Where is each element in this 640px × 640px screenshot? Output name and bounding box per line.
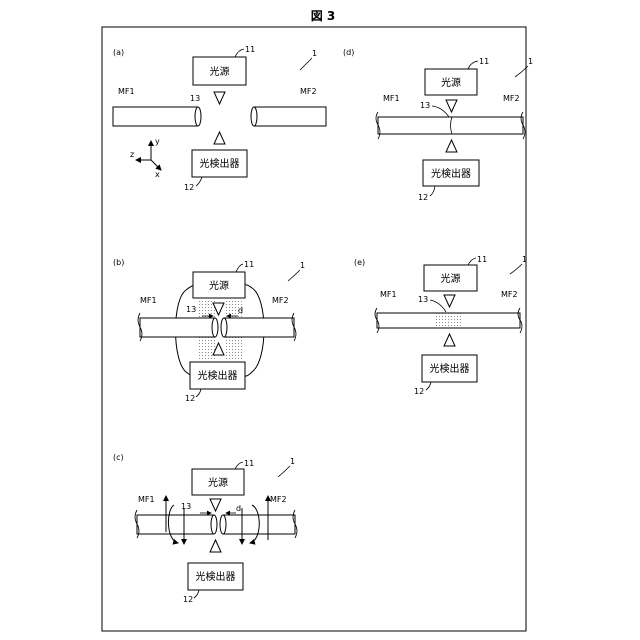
panel-b-light-source-label: 光源 xyxy=(209,279,229,292)
panel-c-fiber-1-label: MF1 xyxy=(138,495,155,504)
panel-a-fiber-2 xyxy=(254,107,326,126)
panel-d-detector-leader xyxy=(430,186,435,196)
panel-d-emitter-triangle xyxy=(446,100,457,112)
panel-a-axis-y-label: y xyxy=(155,137,160,146)
panel-e-fused-region xyxy=(436,313,462,328)
panel-e-detector-num: 12 xyxy=(414,387,424,396)
panel-b-detector-num: 12 xyxy=(185,394,195,403)
panel-b-light-source-leader xyxy=(236,264,243,272)
panel-b-detector-leader xyxy=(196,389,201,397)
panel-d-light-source-num: 11 xyxy=(479,57,489,66)
panel-b-distance-label: d xyxy=(238,306,243,315)
panel-a-detector-label: 光検出器 xyxy=(200,157,240,170)
panel-a-light-source-num: 11 xyxy=(245,45,255,54)
panel-a-device-leader xyxy=(300,58,312,70)
panel-c-detector-triangle xyxy=(210,540,221,552)
panel-c-light-source-label: 光源 xyxy=(208,476,228,489)
panel-b-fiber-2 xyxy=(224,318,294,337)
panel-b-fiber-1-end xyxy=(212,318,218,337)
panel-b-device-num: 1 xyxy=(300,261,305,270)
panel-a-fiber-2-end xyxy=(251,107,257,126)
panel-c-fiber-1 xyxy=(137,515,214,534)
panel-d-fiber-2-label: MF2 xyxy=(503,94,520,103)
panel-a-detector-leader xyxy=(196,177,202,186)
panel-c-detector-leader xyxy=(194,590,199,598)
panel-d-detector-label: 光検出器 xyxy=(431,167,471,180)
panel-c-emitter-triangle xyxy=(210,499,221,511)
panel-c-device-num: 1 xyxy=(290,457,295,466)
panel-c-distance-label: d xyxy=(236,504,241,513)
panel-a-letter: (a) xyxy=(113,48,124,57)
panel-d-detector-num: 12 xyxy=(418,193,428,202)
panel-e-detector-triangle xyxy=(444,334,455,346)
panel-c-gap-num: 13 xyxy=(181,502,191,511)
panel-a-detector-num: 12 xyxy=(184,183,194,192)
figure-title: 図 3 xyxy=(311,9,336,23)
panel-a-light-source-label: 光源 xyxy=(210,65,230,78)
panel-a-gap-num: 13 xyxy=(190,94,200,103)
panel-b: (b) 光源 11 1 13 MF1 MF2 d 光検出器 12 xyxy=(113,258,305,403)
panel-e-device-leader xyxy=(510,264,522,274)
panel-e-gap-num: 13 xyxy=(418,295,428,304)
panel-b-gap-num: 13 xyxy=(186,305,196,314)
panel-e-letter: (e) xyxy=(354,258,365,267)
panel-b-fiber-2-end xyxy=(221,318,227,337)
panel-c-letter: (c) xyxy=(113,453,124,462)
panel-a-light-source-leader xyxy=(235,49,244,57)
panel-b-detector-label: 光検出器 xyxy=(198,369,238,382)
panel-e-device-num: 1 xyxy=(522,255,527,264)
panel-b-device-leader xyxy=(288,270,300,281)
panel-e-fiber-2-label: MF2 xyxy=(501,290,518,299)
panel-a-fiber-1-end xyxy=(195,107,201,126)
panel-b-fiber-1 xyxy=(140,318,215,337)
panel-c-fiber-1-end xyxy=(211,515,217,534)
panel-e-light-source-label: 光源 xyxy=(441,272,461,285)
panel-a: (a) 光源 11 1 13 MF1 MF2 光検出器 12 y z x xyxy=(113,45,326,192)
panel-a-axis-x-label: x xyxy=(155,170,160,179)
panel-e-detector-leader xyxy=(426,382,431,390)
panel-a-axis-z-label: z xyxy=(130,150,134,159)
panel-c-device-leader xyxy=(278,466,290,477)
panel-e-light-source-num: 11 xyxy=(477,255,487,264)
panel-d-fiber-1-label: MF1 xyxy=(383,94,400,103)
panel-a-fiber-1-label: MF1 xyxy=(118,87,135,96)
panel-b-letter: (b) xyxy=(113,258,124,267)
panel-d-letter: (d) xyxy=(343,48,354,57)
panel-a-fiber-1 xyxy=(113,107,198,126)
panel-a-axis-x-arrow xyxy=(151,160,161,170)
panel-b-fiber-2-label: MF2 xyxy=(272,296,289,305)
panel-d: (d) 光源 11 1 13 MF1 MF2 光検出器 12 xyxy=(343,48,533,202)
panel-d-device-num: 1 xyxy=(528,57,533,66)
panel-b-fiber-1-label: MF1 xyxy=(140,296,157,305)
panel-d-light-source-label: 光源 xyxy=(441,76,461,89)
panel-e: (e) 光源 11 1 13 MF1 MF2 光検出器 12 xyxy=(354,255,527,396)
panel-c: (c) 光源 11 1 13 MF1 MF2 d 光検出器 12 xyxy=(113,453,297,604)
panel-c-light-source-leader xyxy=(235,462,243,469)
panel-d-detector-triangle xyxy=(446,140,457,152)
panel-a-fiber-2-label: MF2 xyxy=(300,87,317,96)
panel-b-light-source-num: 11 xyxy=(244,260,254,269)
panel-c-detector-label: 光検出器 xyxy=(196,570,236,583)
panel-d-gap-num: 13 xyxy=(420,101,430,110)
panel-c-fiber-2-label: MF2 xyxy=(270,495,287,504)
panel-c-light-source-num: 11 xyxy=(244,459,254,468)
panel-e-emitter-triangle xyxy=(444,295,455,307)
panel-d-light-source-leader xyxy=(468,61,478,69)
panel-a-detector-triangle xyxy=(214,132,225,144)
panel-e-gap-leader xyxy=(430,300,446,312)
panel-c-detector-num: 12 xyxy=(183,595,193,604)
panel-e-detector-label: 光検出器 xyxy=(430,362,470,375)
panel-e-fiber-1-label: MF1 xyxy=(380,290,397,299)
panel-c-fiber-2-end xyxy=(220,515,226,534)
panel-e-light-source-leader xyxy=(468,258,476,265)
panel-d-gap-leader xyxy=(432,106,449,117)
panel-a-emitter-triangle xyxy=(214,92,225,104)
panel-a-device-num: 1 xyxy=(312,49,317,58)
